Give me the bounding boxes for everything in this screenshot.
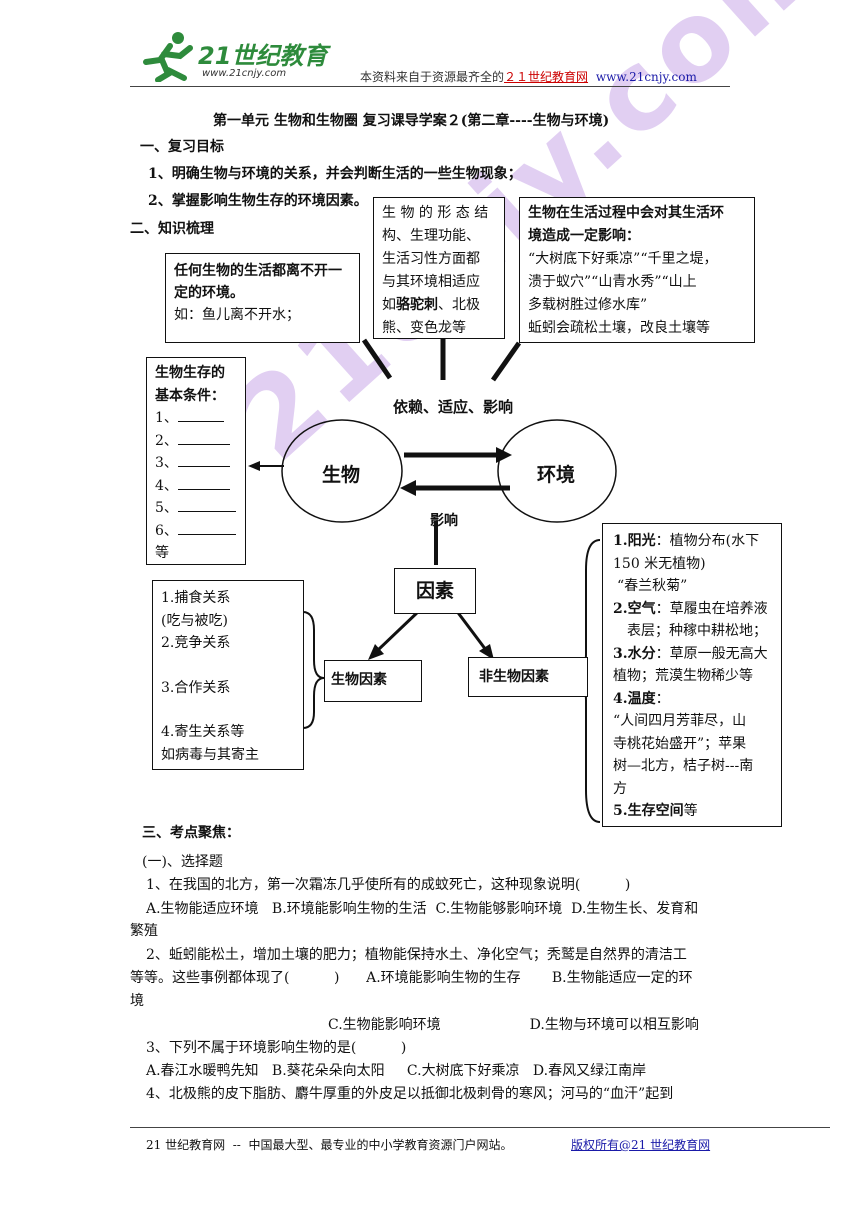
relation-label: 依赖、适应、影响 bbox=[393, 398, 514, 416]
subsection-multiple-choice: (一)、选择题 bbox=[142, 854, 223, 870]
question-4: 4、北极熊的皮下脂肪、麝牛厚重的外皮足以抵御北极刺骨的寒风；河马的“血汗”起到 bbox=[146, 1086, 674, 1102]
dependence-example: 如：鱼儿离不开水； bbox=[174, 307, 300, 323]
affect-line-3: “大树底下好乘凉”“千里之堤， bbox=[528, 251, 718, 267]
relation-3: 3.合作关系 bbox=[161, 679, 231, 696]
adapt-line-4: 与其环境相适应 bbox=[382, 274, 480, 290]
nonbio-factor-label: 非生物因素 bbox=[479, 669, 549, 685]
nonbio-line-3: “春兰秋菊” bbox=[617, 578, 688, 594]
box-affect: 生物在生活过程中会对其生活环 境造成一定影响： “大树底下好乘凉”“千里之堤， … bbox=[519, 197, 755, 343]
box-bio-relations: 1.捕食关系 (吃与被吃) 2.竞争关系 3.合作关系 4.寄生关系等 如病毒与… bbox=[152, 580, 304, 770]
affect-line-6: 蚯蚓会疏松土壤，改良土壤等 bbox=[528, 320, 710, 336]
affect-line-5: 多载树胜过修水库” bbox=[528, 297, 648, 313]
footer-copyright-text[interactable]: 版权所有@21 世纪教育网 bbox=[571, 1138, 711, 1152]
question-3-options: A.春江水暖鸭先知 B.葵花朵朵向太阳 C.大树底下好乘凉 D.春风又绿江南岸 bbox=[146, 1063, 647, 1079]
question-3: 3、下列不属于环境影响生物的是( ) bbox=[146, 1040, 407, 1056]
footer-copyright-link[interactable]: 版权所有@21 世纪教育网 bbox=[571, 1136, 710, 1153]
adapt-line-3: 生活习性方面都 bbox=[382, 251, 480, 267]
affect-title-2: 境造成一定影响： bbox=[528, 228, 640, 244]
bio-factor-label: 生物因素 bbox=[331, 672, 387, 688]
conditions-end: 等 bbox=[155, 545, 169, 561]
condition-item-2: 2、 bbox=[155, 430, 237, 453]
page-title: 第一单元 生物和生物圈 复习课导学案２(第二章----生物与环境) bbox=[213, 113, 610, 129]
nonbio-line-7: 植物；荒漠生物稀少等 bbox=[613, 668, 753, 684]
factor-label: 因素 bbox=[415, 580, 454, 602]
question-1: 1、在我国的北方，第一次霜冻几乎使所有的成蚊死亡，这种现象说明( ) bbox=[146, 877, 631, 893]
box-dependence: 任何生物的生活都离不开一定的环境。 如：鱼儿离不开水； bbox=[165, 253, 360, 343]
affect-label: 影响 bbox=[430, 513, 458, 529]
condition-item-6: 6、 bbox=[155, 520, 237, 543]
header-note-prefix: 本资料来自于资源最齐全的 bbox=[360, 70, 505, 84]
nonbio-line-12: 方 bbox=[613, 780, 627, 797]
header-note: 本资料来自于资源最齐全的２１世纪教育网 www.21cnjy.com bbox=[360, 68, 697, 85]
nonbio-line-2: 150 米无植物) bbox=[613, 555, 706, 572]
goal-2: 2、掌握影响生物生存的环境因素。 bbox=[148, 193, 368, 209]
footer-left: 21 世纪教育网 -- 中国最大型、最专业的中小学教育资源门户网站。 bbox=[146, 1138, 513, 1152]
nonbio-line-9: “人间四月芳菲尽，山 bbox=[613, 713, 747, 729]
box-conditions: 生物生存的 基本条件： 1、 2、 3、 4、 5、 6、 等 bbox=[146, 357, 246, 565]
dependence-title: 任何生物的生活都离不开一定的环境。 bbox=[174, 263, 342, 301]
adapt-line-5-bold: 骆驼刺 bbox=[396, 297, 438, 313]
adapt-line-1: 生 物 的 形 态 结 bbox=[382, 205, 489, 221]
header-rule bbox=[130, 86, 730, 87]
question-2-line-3: 境 bbox=[130, 993, 144, 1009]
section-knowledge: 二、知识梳理 bbox=[130, 221, 214, 237]
adapt-line-6: 熊、变色龙等 bbox=[382, 320, 466, 336]
header-url-link[interactable]: www.21cnjy.com bbox=[595, 70, 697, 84]
nonbio-factor-box: 非生物因素 bbox=[468, 657, 588, 697]
nonbio-line-5: 表层；种稼中耕松地； bbox=[627, 623, 767, 639]
condition-item-3: 3、 bbox=[155, 452, 237, 475]
nonbio-line-1: 1.阳光：植物分布(水下 bbox=[613, 533, 760, 549]
runner-logo-icon bbox=[143, 32, 193, 82]
factor-box: 因素 bbox=[394, 568, 476, 614]
relation-4-note: 如病毒与其寄主 bbox=[161, 746, 259, 763]
adapt-line-5: 如骆驼刺、北极 bbox=[382, 294, 496, 317]
organism-circle-label: 生物 bbox=[322, 464, 361, 486]
logo-text: 21世纪教育 bbox=[198, 42, 328, 70]
bio-factor-box: 生物因素 bbox=[324, 660, 422, 702]
section-exam-focus: 三、考点聚焦： bbox=[142, 825, 240, 841]
conditions-title-1: 生物生存的 bbox=[155, 365, 225, 381]
section-review-goals: 一、复习目标 bbox=[140, 139, 224, 155]
site-logo[interactable]: 21世纪教育 www.21cnjy.com bbox=[140, 30, 340, 85]
affect-line-4: 溃于蚁穴”“山青水秀”“山上 bbox=[528, 274, 697, 290]
header-site-link[interactable]: ２１世纪教育网 bbox=[504, 70, 589, 84]
condition-item-1: 1、 bbox=[155, 407, 237, 430]
relation-1: 1.捕食关系 bbox=[161, 590, 231, 606]
condition-item-4: 4、 bbox=[155, 475, 237, 498]
conditions-title-2: 基本条件： bbox=[155, 387, 225, 404]
affect-title-1: 生物在生活过程中会对其生活环 bbox=[528, 205, 724, 221]
relation-2: 2.竞争关系 bbox=[161, 635, 231, 651]
box-nonbio-factors: 1.阳光：植物分布(水下 150 米无植物) “春兰秋菊” 2.空气：草履虫在培… bbox=[602, 523, 782, 827]
question-2-line-1: 2、蚯蚓能松土，增加土壤的肥力；植物能保持水土、净化空气；秃鹫是自然界的清洁工 bbox=[146, 947, 687, 963]
nonbio-line-8: 4.温度： bbox=[613, 690, 670, 707]
adapt-line-5-post: 、北极 bbox=[438, 297, 480, 313]
relation-1-note: (吃与被吃) bbox=[161, 612, 228, 629]
question-2-line-2: 等等。这些事例都体现了( ) A.环境能影响生物的生存 B.生物能适应一定的环 bbox=[130, 970, 693, 986]
nonbio-line-10: 寺桃花始盛开”；苹果 bbox=[613, 735, 747, 752]
footer-rule bbox=[130, 1127, 830, 1128]
nonbio-line-6: 3.水分：草原一般无高大 bbox=[613, 645, 768, 662]
relation-4: 4.寄生关系等 bbox=[161, 724, 245, 740]
adapt-line-5-pre: 如 bbox=[382, 297, 396, 313]
environment-circle-label: 环境 bbox=[537, 464, 576, 486]
condition-item-5: 5、 bbox=[155, 497, 237, 520]
goal-1: 1、明确生物与环境的关系，并会判断生活的一些生物现象； bbox=[148, 166, 522, 182]
logo-url: www.21cnjy.com bbox=[202, 68, 287, 79]
nonbio-line-4: 2.空气：草履虫在培养液 bbox=[613, 600, 768, 617]
nonbio-line-13: 5.生存空间等 bbox=[613, 803, 698, 819]
nonbio-line-11: 树—北方，桔子树---南 bbox=[613, 758, 754, 774]
question-2-line-4: C.生物能影响环境 D.生物与环境可以相互影响 bbox=[328, 1017, 699, 1033]
question-1-options-cont: 繁殖 bbox=[130, 923, 158, 939]
adapt-line-2: 构、生理功能、 bbox=[382, 228, 480, 244]
box-adaptation: 生 物 的 形 态 结 构、生理功能、 生活习性方面都 与其环境相适应 如骆驼刺… bbox=[373, 197, 505, 339]
question-1-options: A.生物能适应环境 B.环境能影响生物的生活 C.生物能够影响环境 D.生物生长… bbox=[146, 901, 699, 917]
